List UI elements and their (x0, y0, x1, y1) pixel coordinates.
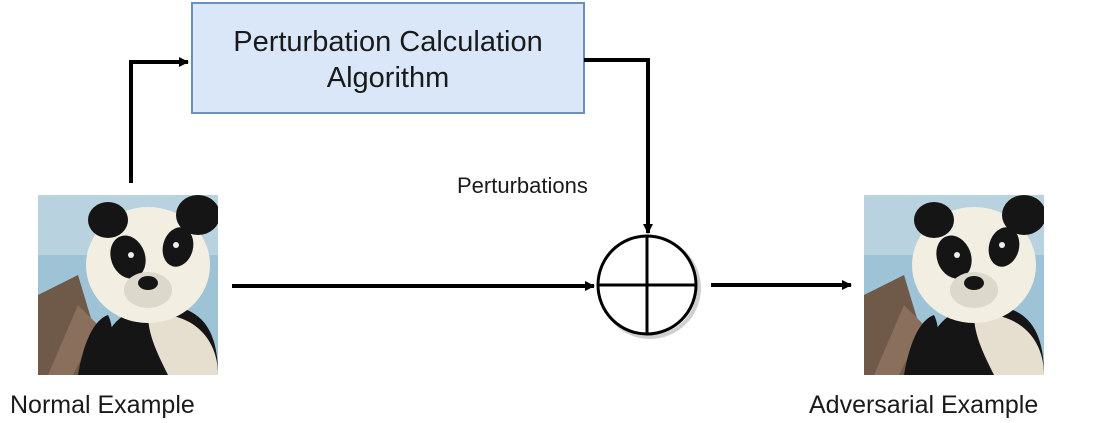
algorithm-to-plus-arrow (584, 58, 653, 234)
algorithm-box-line2: Algorithm (326, 62, 450, 94)
normal-example-caption: Normal Example (10, 391, 195, 419)
normal-example-image (38, 195, 218, 375)
algorithm-box (191, 2, 585, 114)
adversarial-example-caption: Adversarial Example (809, 391, 1039, 419)
circled-plus-icon (596, 234, 701, 339)
perturbations-label: Perturbations (457, 173, 588, 198)
algorithm-box-label: Perturbation Calculation Algorithm (192, 24, 584, 96)
algorithm-box-line1: Perturbation Calculation (233, 26, 543, 58)
adversarial-example-image (864, 195, 1044, 375)
input-to-algorithm-arrow (129, 57, 189, 183)
